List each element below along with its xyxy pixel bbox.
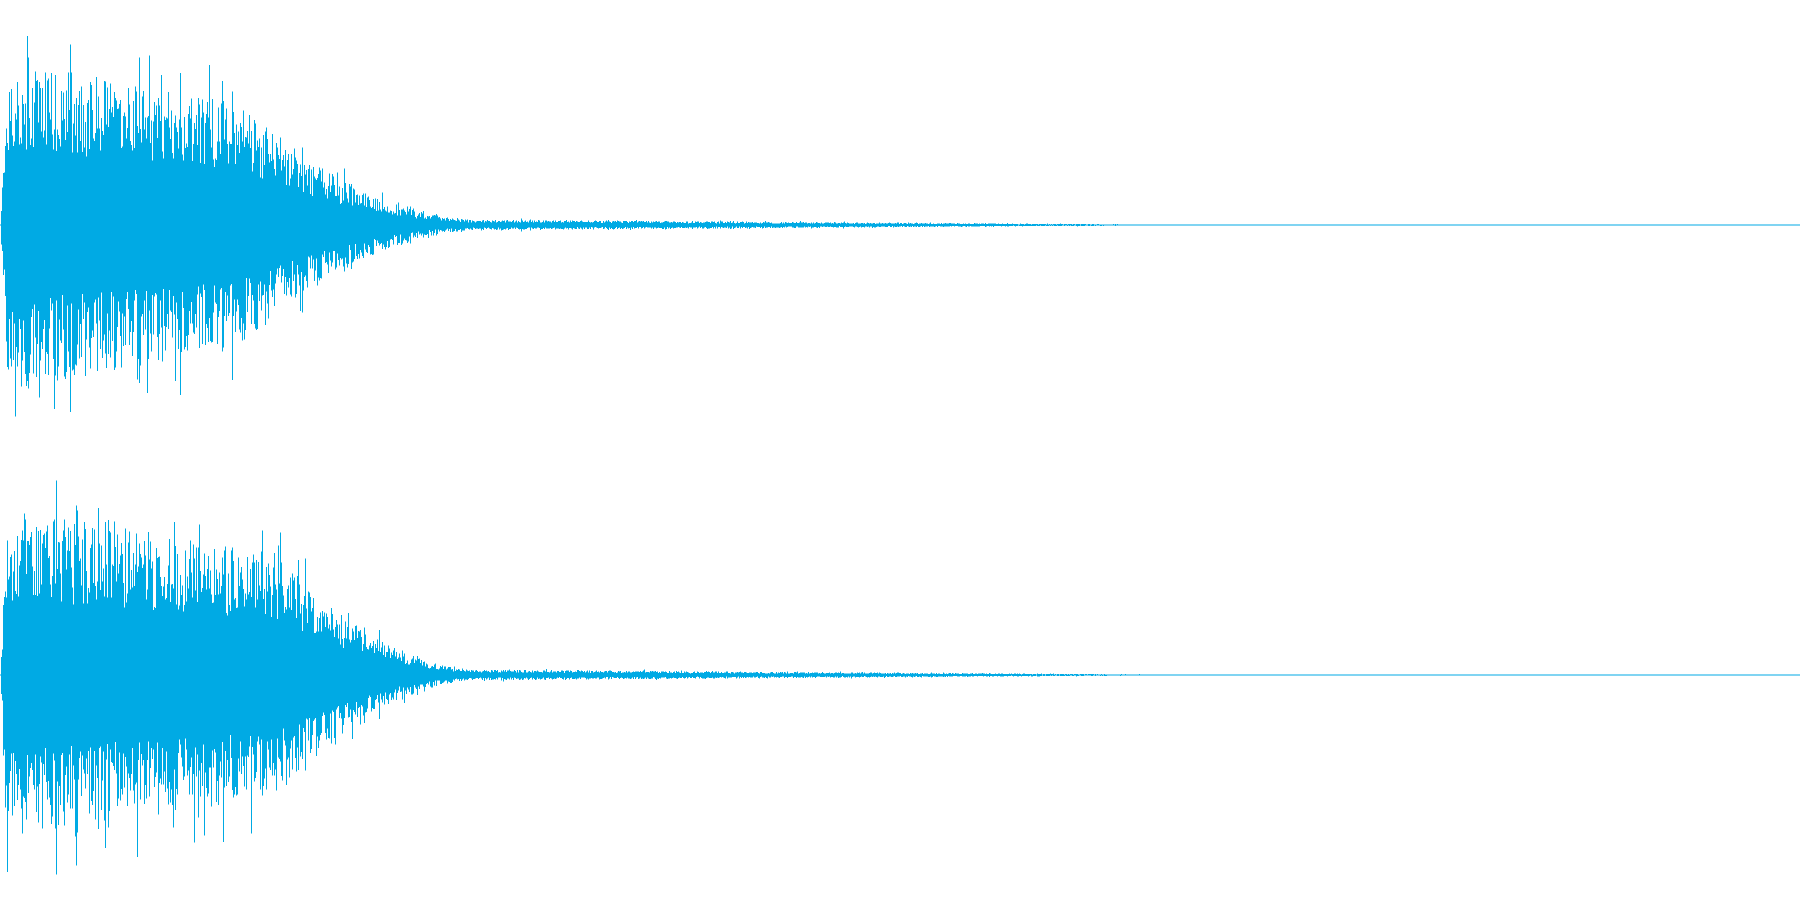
channel-1-signal [0, 36, 1800, 417]
channel-1-waveform [0, 36, 1800, 417]
channel-2-waveform [0, 480, 1800, 875]
channel-2-signal [0, 480, 1800, 875]
